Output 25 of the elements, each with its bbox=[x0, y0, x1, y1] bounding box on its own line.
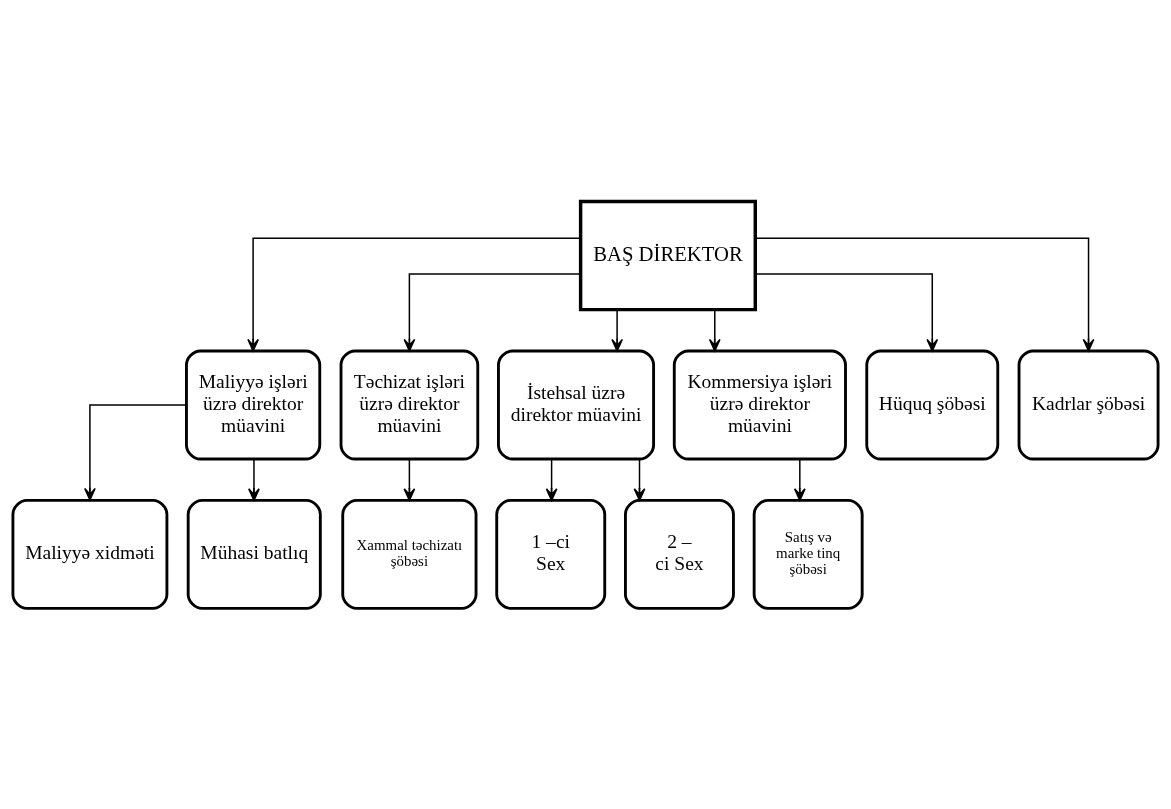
arrow bbox=[793, 458, 806, 501]
node-box: Kommersiya işləri üzrə direktor müavini bbox=[672, 349, 847, 460]
node-box: Mühasi batlıq bbox=[186, 498, 322, 610]
node-box: 2 – ci Sex bbox=[624, 498, 735, 610]
arrow bbox=[708, 308, 721, 352]
arrow bbox=[247, 237, 582, 352]
arrow bbox=[403, 458, 416, 501]
node-box: Kadrlar şöbəsi bbox=[1017, 349, 1160, 460]
arrow bbox=[754, 237, 1095, 352]
arrow bbox=[248, 458, 260, 501]
arrow bbox=[84, 403, 187, 501]
node-box: Maliyyə işləri üzrə direktor müavini bbox=[185, 349, 322, 460]
node-box: Təchizat işləri üzrə direktor müavini bbox=[339, 349, 480, 460]
arrow bbox=[545, 458, 558, 501]
node-box: 1 –ci Sex bbox=[495, 498, 607, 610]
node-box: Hüquq şöbəsi bbox=[865, 349, 1000, 460]
arrow bbox=[611, 308, 623, 352]
arrow bbox=[403, 272, 582, 352]
arrow bbox=[633, 458, 646, 501]
node-box: BAŞ DİREKTOR bbox=[578, 199, 757, 311]
arrow bbox=[754, 272, 939, 352]
node-box: Xammal təchizatı şöbəsi bbox=[341, 498, 478, 610]
node-box: Maliyyə xidməti bbox=[11, 498, 169, 610]
node-box: İstehsal üzrə direktor müavini bbox=[497, 349, 656, 460]
node-box: Satış və marke tinq şöbəsi bbox=[752, 498, 864, 610]
